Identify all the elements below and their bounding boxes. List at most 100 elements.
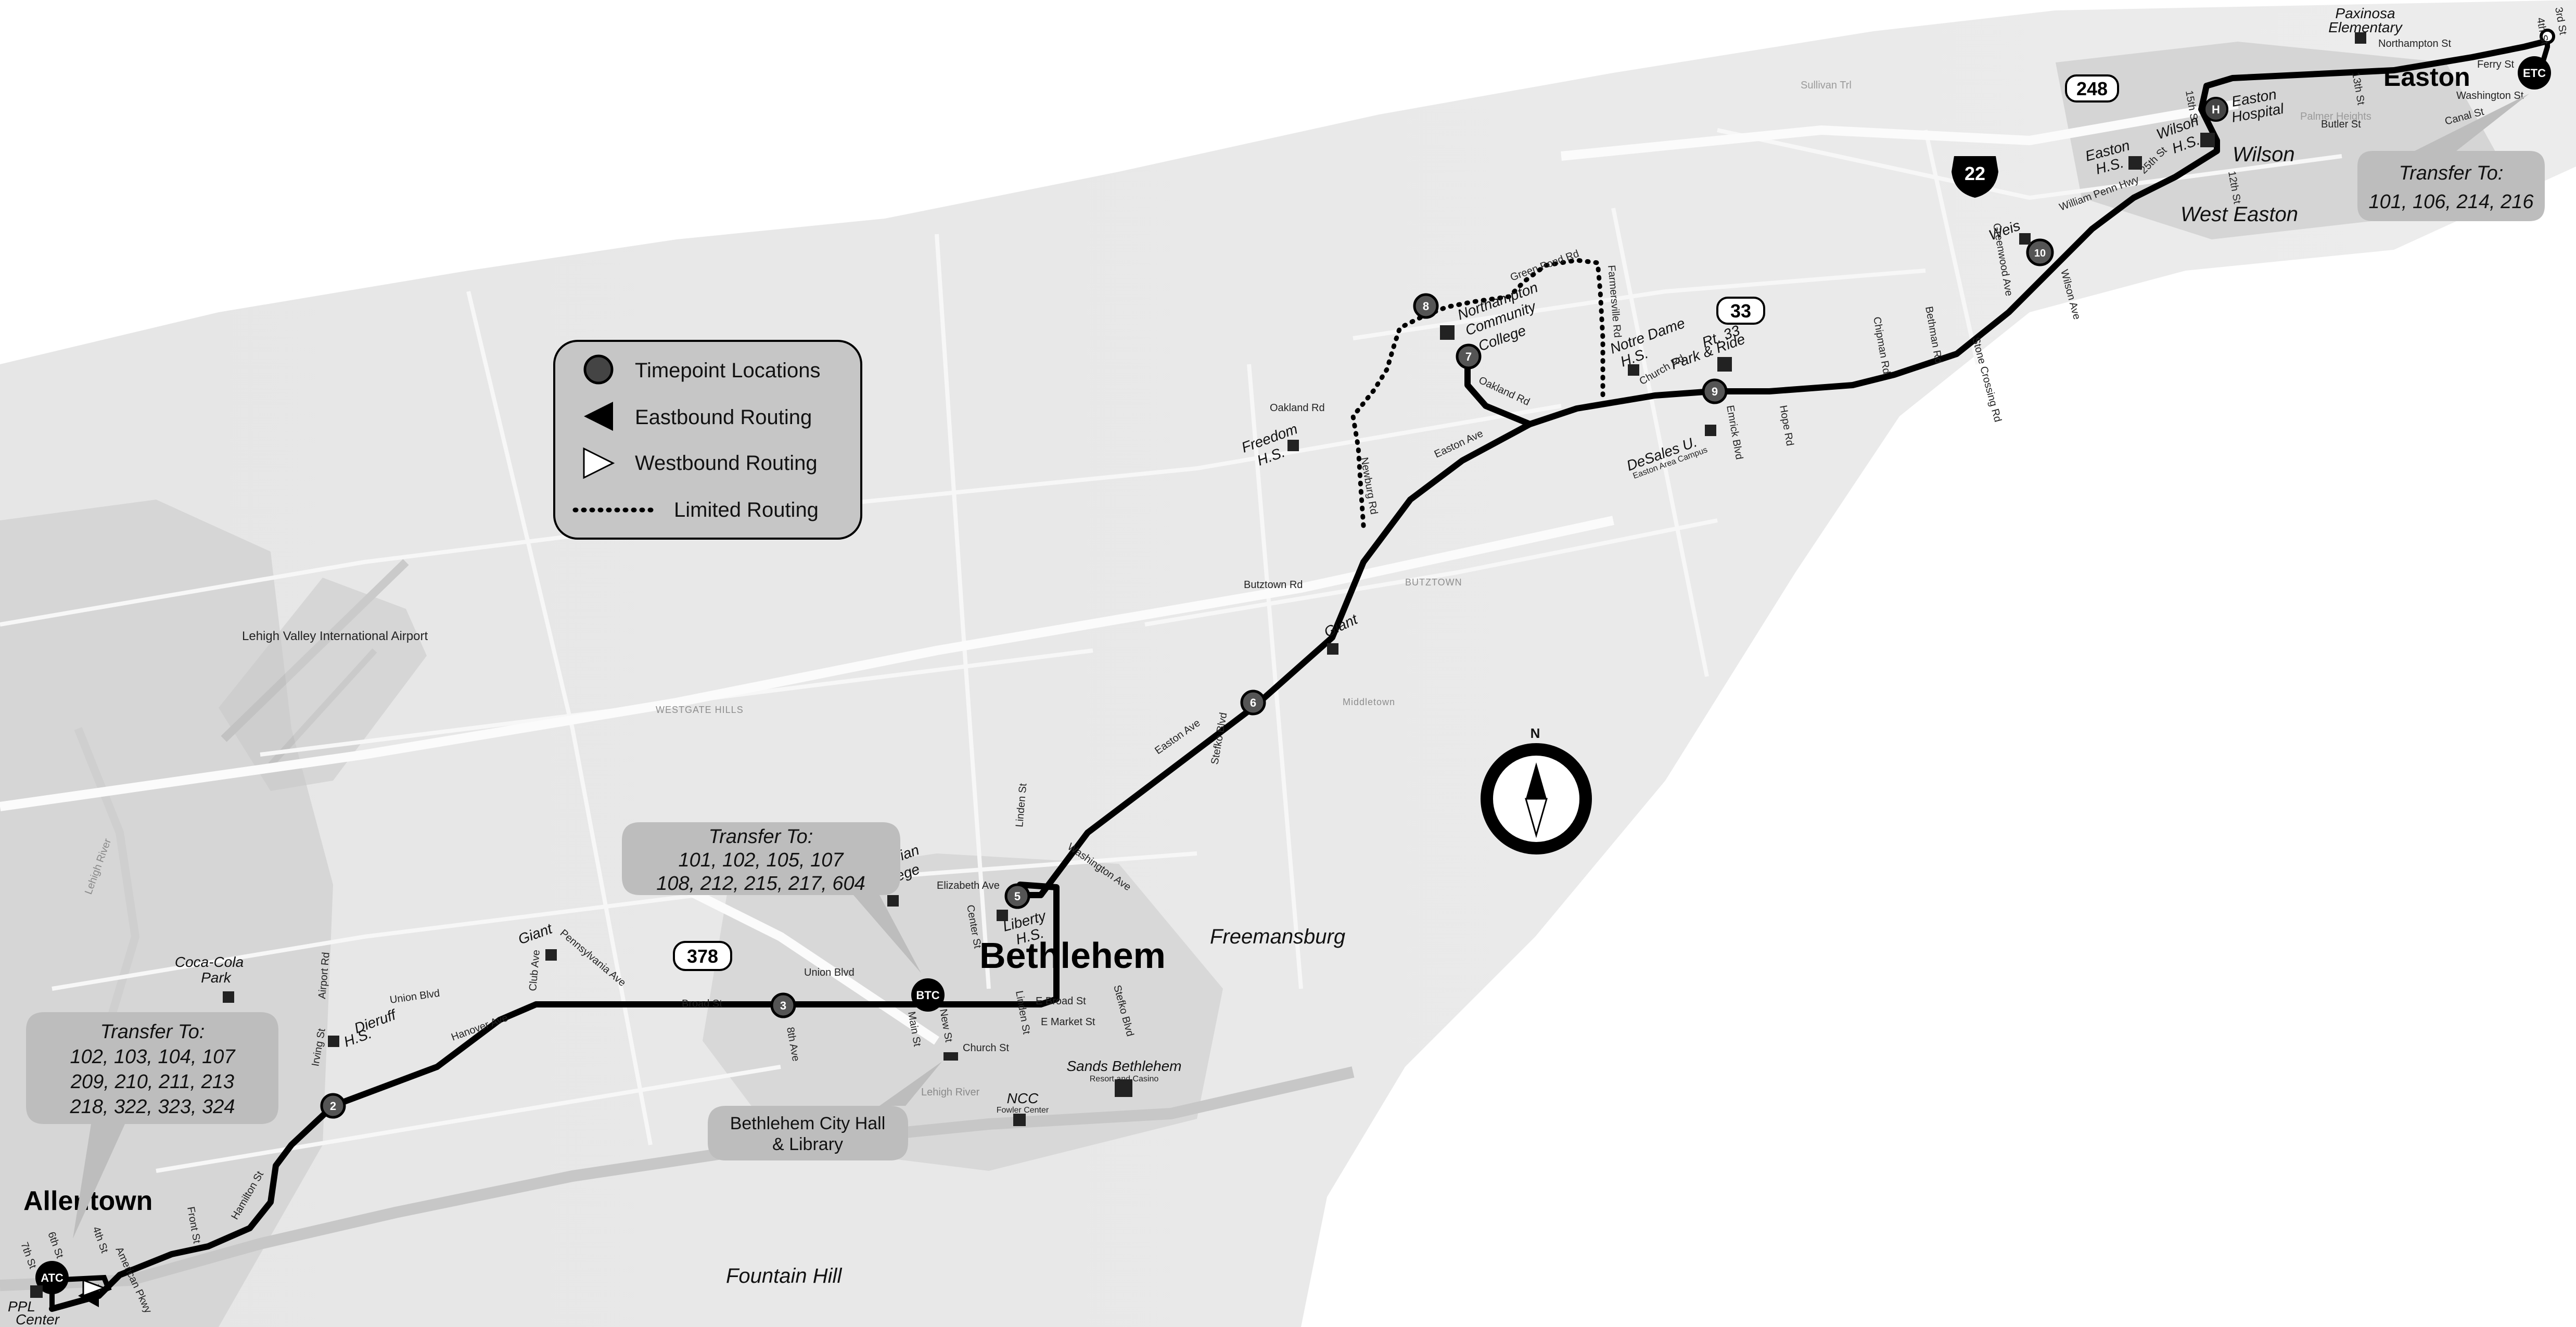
btc-station: BTC xyxy=(911,978,945,1012)
west-easton-label: West Easton xyxy=(2180,203,2298,226)
freemansburg-label: Freemansburg xyxy=(1210,925,1345,948)
timepoint-8: 8 xyxy=(1413,293,1439,319)
transfer-allentown-line2: 209, 210, 211, 213 xyxy=(70,1071,234,1093)
sands-label: Sands Bethlehem xyxy=(1066,1058,1181,1074)
svg-text:22: 22 xyxy=(1965,163,1985,184)
pa248-shield: 248 xyxy=(2065,74,2119,103)
notre-dame-marker xyxy=(1628,364,1639,376)
northampton-marker xyxy=(1440,325,1455,340)
timepoint-5: 5 xyxy=(1004,883,1030,909)
svg-text:ETC: ETC xyxy=(2523,67,2546,80)
transfer-allentown-line3: 218, 322, 323, 324 xyxy=(70,1096,235,1118)
wilson-hs-marker xyxy=(2200,133,2215,147)
sullivan-label: Sullivan Trl xyxy=(1801,80,1852,91)
coca-cola-label-2: Park xyxy=(201,969,232,986)
shields: 378 248 22 33 xyxy=(673,74,2119,971)
paxinosa-marker xyxy=(2355,32,2366,44)
atc-loop xyxy=(49,1274,112,1309)
svg-text:Westbound Routing: Westbound Routing xyxy=(635,452,818,475)
timepoint-3: 3 xyxy=(770,992,796,1018)
town-labels: Freemansburg Fountain Hill Wilson West E… xyxy=(726,143,2298,1287)
legend-eastbound: Eastbound Routing xyxy=(584,402,812,431)
city-hall-marker-2 xyxy=(950,1052,958,1061)
palmer-label: Palmer Heights xyxy=(2300,111,2371,122)
background-roads xyxy=(0,128,2342,1173)
easton-hs-marker xyxy=(2128,156,2142,170)
transfer-bethlehem-title: Transfer To: xyxy=(709,826,813,848)
giant-east-marker xyxy=(1327,643,1338,655)
street-elizabeth: Elizabeth Ave xyxy=(937,880,1000,891)
bethlehem-label: Bethlehem xyxy=(979,935,1166,976)
street-broad: Broad St xyxy=(682,998,722,1010)
us22-shield: 22 xyxy=(1952,156,1998,198)
city-hall-line1: Bethlehem City Hall xyxy=(730,1114,886,1133)
street-butler: Butler St xyxy=(2321,119,2361,130)
main-route xyxy=(49,33,2551,1312)
svg-text:Limited Routing: Limited Routing xyxy=(674,499,819,521)
svg-text:9: 9 xyxy=(1712,385,1718,398)
direction-arrows xyxy=(78,1279,107,1307)
transfer-allentown-line1: 102, 103, 104, 107 xyxy=(70,1046,236,1068)
pa33-shield: 33 xyxy=(1716,297,1765,325)
street-stone: Stone Crossing Rd xyxy=(1970,336,2004,424)
etc-station: ETC xyxy=(2518,56,2551,90)
pa378-shield: 378 xyxy=(673,941,732,971)
westgate-label: WESTGATE HILLS xyxy=(656,705,744,715)
timepoint-7: 7 xyxy=(1456,343,1482,369)
nccc-spur xyxy=(1464,359,1532,427)
lehigh-river-label: Lehigh River xyxy=(921,1087,980,1098)
svg-text:378: 378 xyxy=(687,946,718,967)
transit-centers: ATC BTC ETC H xyxy=(35,29,2555,1294)
transfer-easton-title: Transfer To: xyxy=(2399,162,2504,184)
timepoint-6: 6 xyxy=(1240,690,1266,716)
hospital-marker: H xyxy=(2203,97,2228,122)
freedom-marker xyxy=(1287,440,1299,451)
paxinosa-label-2: Elementary xyxy=(2328,19,2403,35)
svg-text:5: 5 xyxy=(1014,890,1021,903)
ppl-label: PPL xyxy=(8,1298,35,1315)
timepoint-9: 9 xyxy=(1702,378,1728,404)
airport-label: Lehigh Valley International Airport xyxy=(242,629,428,643)
middletown-label: Middletown xyxy=(1343,697,1395,707)
legend: Timepoint Locations Eastbound Routing We… xyxy=(553,340,862,540)
lehigh-river xyxy=(0,1066,1355,1291)
svg-text:248: 248 xyxy=(2076,78,2108,99)
street-union-e: Union Blvd xyxy=(804,967,855,978)
city-hall-line2: & Library xyxy=(772,1134,843,1154)
ppl-label-2: Center xyxy=(16,1311,60,1327)
transfer-allentown: Transfer To: 102, 103, 104, 107 209, 210… xyxy=(26,1012,278,1239)
river-north xyxy=(74,727,140,1042)
transfer-easton-line1: 101, 106, 214, 216 xyxy=(2369,191,2534,213)
easton-label: Easton xyxy=(2383,62,2470,92)
svg-text:10: 10 xyxy=(2034,248,2046,259)
butztown-label: BUTZTOWN xyxy=(1405,577,1462,588)
legend-limited: Limited Routing xyxy=(572,499,819,521)
compass-needle-north xyxy=(1526,762,1547,799)
timepoints: 2 3 5 6 7 8 9 10 xyxy=(320,238,2054,1119)
timepoint-10: 10 xyxy=(2026,238,2054,266)
svg-text:7: 7 xyxy=(1465,350,1472,363)
liberty-marker xyxy=(997,910,1008,921)
limited-route xyxy=(1350,258,1605,528)
svg-text:Timepoint Locations: Timepoint Locations xyxy=(635,359,820,382)
svg-text:ATC: ATC xyxy=(41,1271,63,1284)
route-end-marker xyxy=(2540,29,2555,44)
legend-westbound: Westbound Routing xyxy=(583,447,818,479)
moravian-marker xyxy=(887,895,899,907)
street-northampton: Northampton St xyxy=(2378,38,2452,49)
transfer-easton: Transfer To: 101, 106, 214, 216 xyxy=(2357,94,2545,221)
ppl-marker xyxy=(30,1285,43,1298)
coca-cola-marker xyxy=(223,991,234,1003)
svg-text:6: 6 xyxy=(1250,696,1256,709)
sands-label-2: Resort and Casino xyxy=(1090,1075,1159,1083)
urban-central xyxy=(703,853,1223,1171)
giant-west-marker xyxy=(545,949,557,961)
street-oakland: Oakland Rd xyxy=(1270,402,1325,414)
airport-label-line1: Lehigh Valley International Airport xyxy=(242,629,428,643)
svg-text:2: 2 xyxy=(330,1100,336,1113)
ncc-label: NCC xyxy=(1007,1090,1039,1106)
timepoint-2: 2 xyxy=(320,1093,346,1119)
park-ride-marker xyxy=(1717,357,1732,372)
